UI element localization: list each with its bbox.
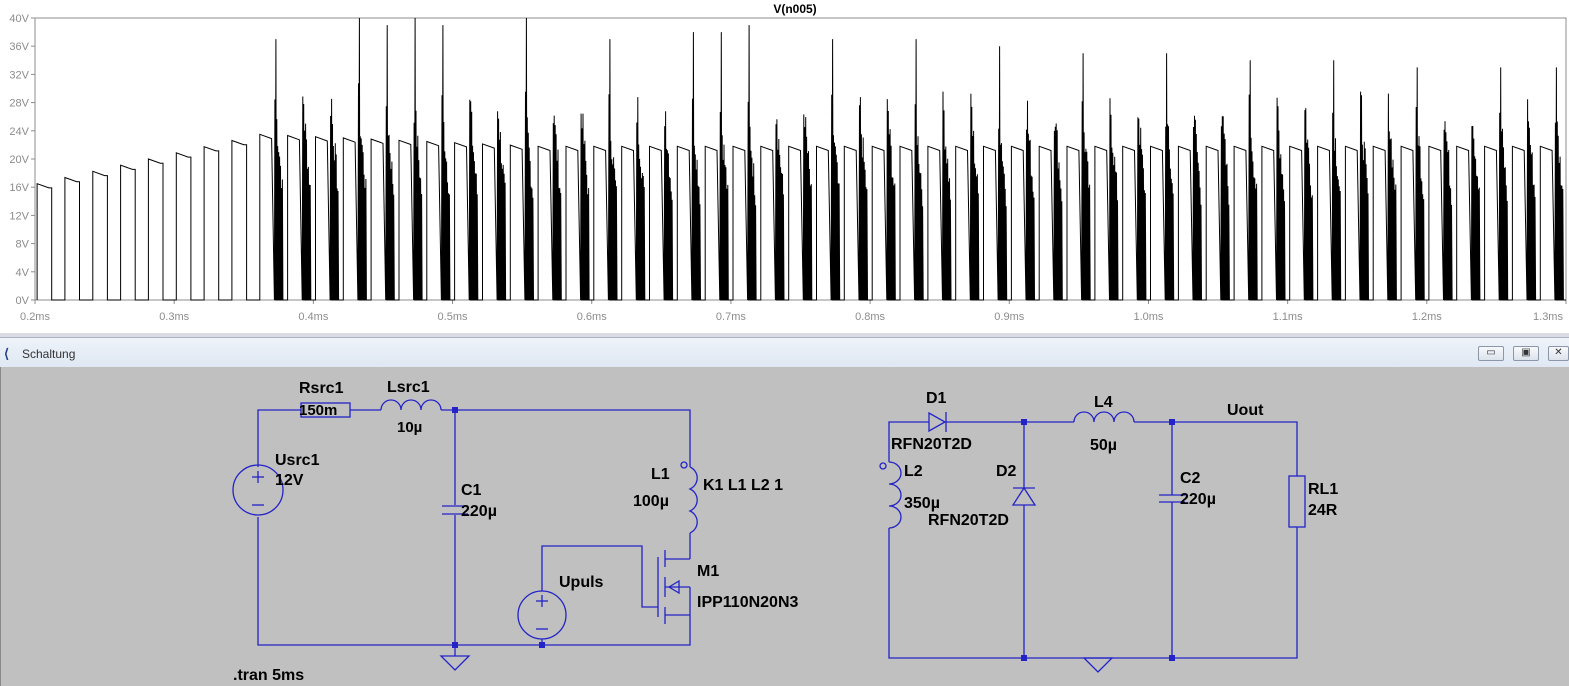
schematic-canvas[interactable]: Rsrc1 150m Lsrc1 10µ Usrc1 12V C1 220µ L…	[0, 367, 1569, 686]
lsrc1-name[interactable]: Lsrc1	[387, 379, 430, 396]
x-tick-label: 1.1ms	[1273, 311, 1303, 323]
y-tick-label: 0V	[16, 295, 30, 307]
wire-gate	[541, 545, 658, 608]
c2-value[interactable]: 220µ	[1180, 491, 1216, 508]
d2-value[interactable]: RFN20T2D	[928, 512, 1009, 529]
l1-name[interactable]: L1	[651, 466, 670, 483]
schematic-drawing[interactable]	[1, 367, 1569, 686]
x-axis: 0.2ms 0.3ms 0.4ms 0.5ms 0.6ms 0.7ms 0.8ms 0.9ms…	[20, 300, 1567, 323]
pane-divider[interactable]	[0, 333, 1569, 337]
wire-lsrc-right	[441, 409, 691, 467]
l4-name[interactable]: L4	[1094, 394, 1113, 411]
y-tick-label: 4V	[16, 267, 30, 279]
plot-title: V(n005)	[773, 2, 817, 16]
x-tick-label: 1.2ms	[1412, 311, 1442, 323]
y-tick-label: 24V	[9, 126, 29, 138]
m1-arrow	[667, 579, 680, 595]
k1-directive[interactable]: K1 L1 L2 1	[703, 477, 784, 494]
y-tick-label: 40V	[9, 13, 29, 25]
x-tick-label: 1.3ms	[1533, 311, 1563, 323]
x-tick-label: 0.9ms	[994, 311, 1024, 323]
waveform-pane[interactable]: V(n005) 0V 4V 8V 12V 16V 20V 24V 28V 32V 36V 40V 0…	[0, 0, 1569, 333]
lsrc1-value[interactable]: 10µ	[397, 419, 423, 436]
wire-usrc-bottom	[257, 517, 691, 646]
rsrc1-name[interactable]: Rsrc1	[299, 380, 344, 397]
l4-value[interactable]: 50µ	[1090, 437, 1118, 454]
l2-value[interactable]: 350µ	[904, 495, 940, 512]
restore-button[interactable]: ▣	[1513, 346, 1539, 361]
close-icon: ✕	[1554, 347, 1563, 358]
c1-value[interactable]: 220µ	[461, 503, 497, 520]
wire-l2-bottom	[888, 527, 1298, 659]
l1-dot	[680, 461, 688, 469]
usrc1-name[interactable]: Usrc1	[275, 452, 320, 469]
c1-name[interactable]: C1	[461, 482, 482, 499]
upuls-name[interactable]: Upuls	[559, 574, 604, 591]
minimize-button[interactable]: ▭	[1478, 346, 1504, 361]
minimize-icon: ▭	[1486, 347, 1496, 358]
schematic-icon: ⟨	[4, 346, 10, 361]
d1-symbol	[928, 411, 947, 433]
rsrc1-symbol	[300, 402, 351, 418]
x-tick-label: 0.3ms	[159, 311, 189, 323]
wire-top-left	[257, 409, 301, 467]
x-tick-label: 0.7ms	[716, 311, 746, 323]
junction-dots	[452, 407, 1175, 661]
uout-net-label[interactable]: Uout	[1227, 402, 1264, 419]
x-tick-label: 1.0ms	[1133, 311, 1163, 323]
wire-l2-top	[888, 421, 929, 462]
d2-symbol	[1011, 486, 1037, 506]
rl1-symbol	[1288, 475, 1306, 528]
d2-name[interactable]: D2	[996, 463, 1017, 480]
wire-l4-out	[1134, 421, 1298, 476]
x-tick-label: 0.6ms	[577, 311, 607, 323]
usrc1-symbol	[232, 464, 284, 516]
trace-v-n005[interactable]	[36, 17, 1566, 301]
m1-name[interactable]: M1	[697, 563, 720, 580]
ground-symbol-left	[439, 655, 471, 671]
l1-symbol	[688, 466, 698, 534]
y-tick-label: 20V	[9, 154, 29, 166]
schematic-titlebar[interactable]: ⟨ Schaltung ▭ ▣ ✕	[0, 337, 1569, 367]
d1-name[interactable]: D1	[926, 390, 947, 407]
l1-value[interactable]: 100µ	[633, 493, 669, 510]
y-tick-label: 32V	[9, 69, 29, 81]
tran-directive[interactable]: .tran 5ms	[233, 667, 305, 684]
lsrc1-symbol	[380, 399, 442, 411]
rsrc1-value[interactable]: 150m	[299, 402, 338, 419]
y-tick-label: 16V	[9, 182, 29, 194]
y-tick-label: 8V	[16, 239, 30, 251]
window-title: Schaltung	[22, 347, 76, 361]
trace-line[interactable]	[36, 17, 1566, 301]
y-tick-label: 36V	[9, 41, 29, 53]
y-axis: 0V 4V 8V 12V 16V 20V 24V 28V 32V 36V 40V	[9, 13, 35, 307]
close-button[interactable]: ✕	[1548, 346, 1569, 361]
rl1-name[interactable]: RL1	[1308, 481, 1339, 498]
x-tick-label: 0.2ms	[20, 311, 50, 323]
m1-value[interactable]: IPP110N20N3	[697, 594, 799, 611]
x-tick-label: 0.4ms	[298, 311, 328, 323]
l2-name[interactable]: L2	[904, 463, 923, 480]
l4-symbol	[1073, 411, 1135, 423]
y-tick-label: 12V	[9, 210, 29, 222]
ground-symbol-right	[1082, 657, 1114, 673]
restore-icon: ▣	[1521, 347, 1531, 358]
l2-dot	[879, 462, 887, 470]
waveform-chart[interactable]: 0V 4V 8V 12V 16V 20V 24V 28V 32V 36V 40V 0.2ms 0.3m…	[0, 0, 1569, 333]
c2-name[interactable]: C2	[1180, 470, 1201, 487]
x-tick-label: 0.5ms	[438, 311, 468, 323]
rl1-value[interactable]: 24R	[1308, 502, 1338, 519]
l2-symbol	[888, 461, 902, 529]
usrc1-value[interactable]: 12V	[275, 472, 304, 489]
x-tick-label: 0.8ms	[855, 311, 885, 323]
y-tick-label: 28V	[9, 98, 29, 110]
d1-value[interactable]: RFN20T2D	[891, 436, 972, 453]
